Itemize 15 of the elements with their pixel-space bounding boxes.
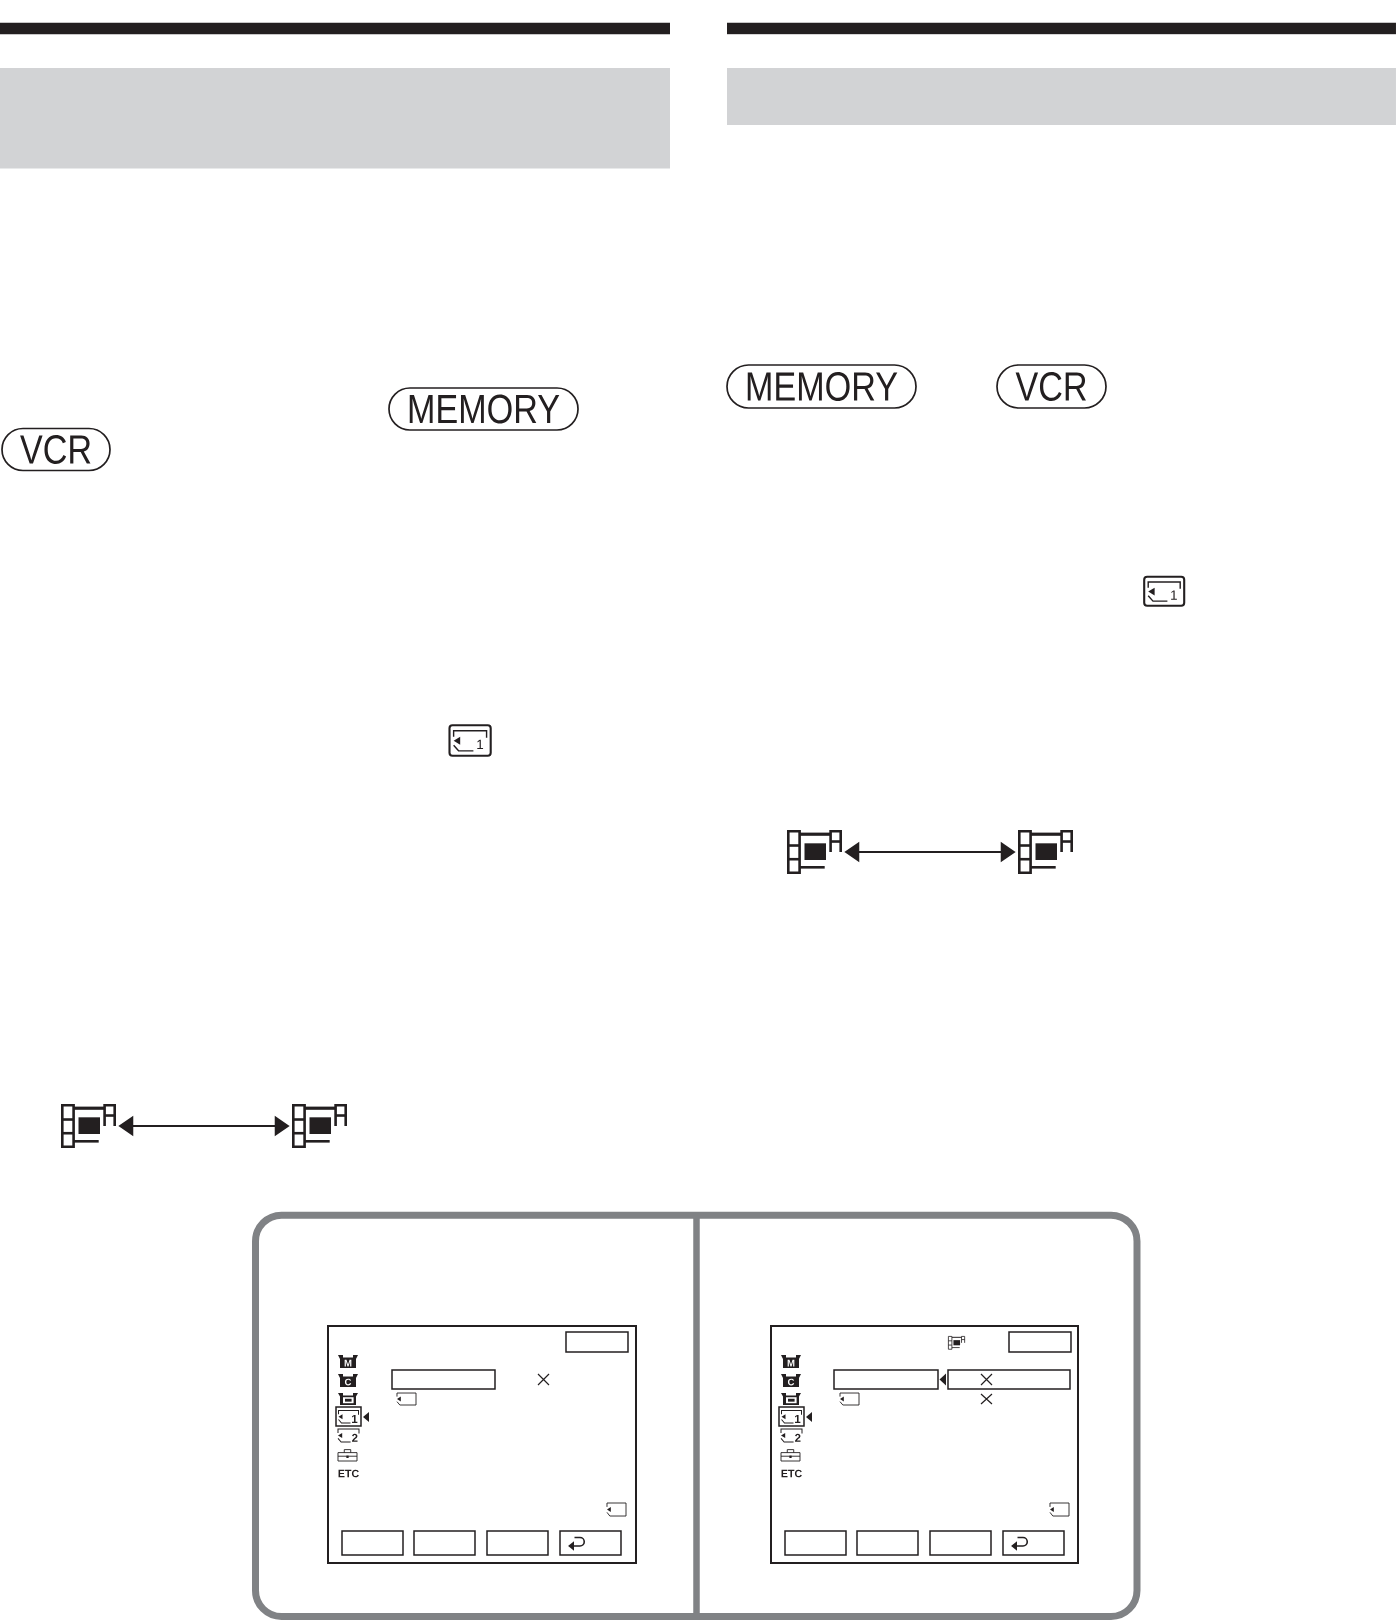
film-icon (1018, 830, 1073, 874)
heading-band (0, 68, 670, 169)
option-box (833, 1369, 939, 1390)
option-box (947, 1369, 1071, 1390)
film-icon (292, 1104, 347, 1148)
menu-label: ETC (781, 1469, 802, 1478)
mode-button: MEMORY (388, 387, 579, 431)
film-icon (787, 830, 842, 874)
heading-band (727, 68, 1396, 125)
option-box (391, 1369, 496, 1390)
mode-button: MEMORY (726, 364, 917, 409)
mode-button: VCR (996, 364, 1107, 409)
menu-label: ETC (338, 1469, 359, 1478)
mode-button: VCR (1, 427, 111, 472)
film-icon (61, 1104, 116, 1148)
